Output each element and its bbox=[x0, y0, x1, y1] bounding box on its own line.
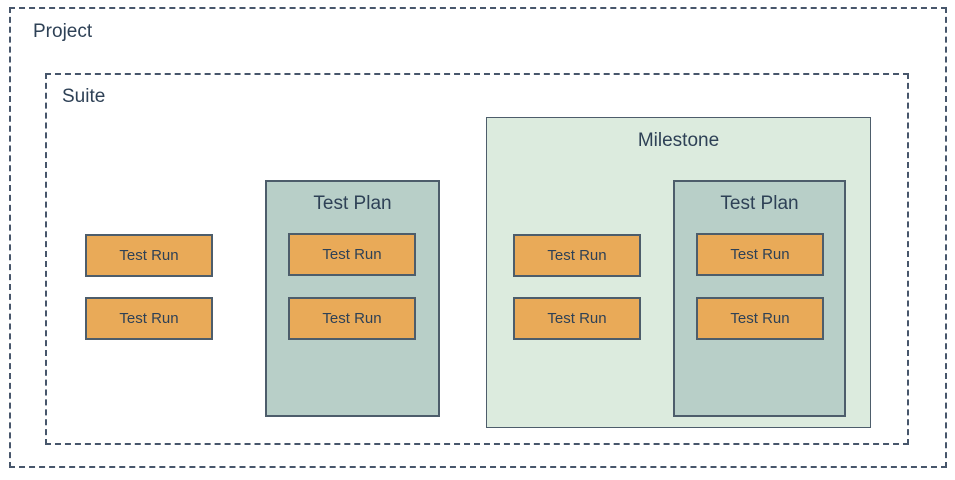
test-run-box: Test Run bbox=[288, 233, 416, 276]
milestone-test-plan-container: Test Plan Test Run Test Run bbox=[673, 180, 846, 417]
suite-container: Suite Test Run Test Run Test Plan Test R… bbox=[45, 73, 909, 445]
test-run-box: Test Run bbox=[85, 297, 213, 340]
test-run-box: Test Run bbox=[696, 297, 824, 340]
test-plan-container: Test Plan Test Run Test Run bbox=[265, 180, 440, 417]
test-run-box: Test Run bbox=[513, 297, 641, 340]
test-run-box: Test Run bbox=[85, 234, 213, 277]
test-run-box: Test Run bbox=[696, 233, 824, 276]
test-plan-label: Test Plan bbox=[313, 193, 392, 214]
test-run-box: Test Run bbox=[513, 234, 641, 277]
milestone-container: Milestone Test Run Test Run Test Plan Te… bbox=[486, 117, 871, 428]
suite-label: Suite bbox=[62, 86, 106, 107]
project-container: Project Suite Test Run Test Run Test Pla… bbox=[9, 7, 947, 468]
test-run-box: Test Run bbox=[288, 297, 416, 340]
milestone-label: Milestone bbox=[637, 130, 720, 151]
milestone-test-plan-label: Test Plan bbox=[720, 193, 799, 214]
project-label: Project bbox=[33, 21, 93, 42]
